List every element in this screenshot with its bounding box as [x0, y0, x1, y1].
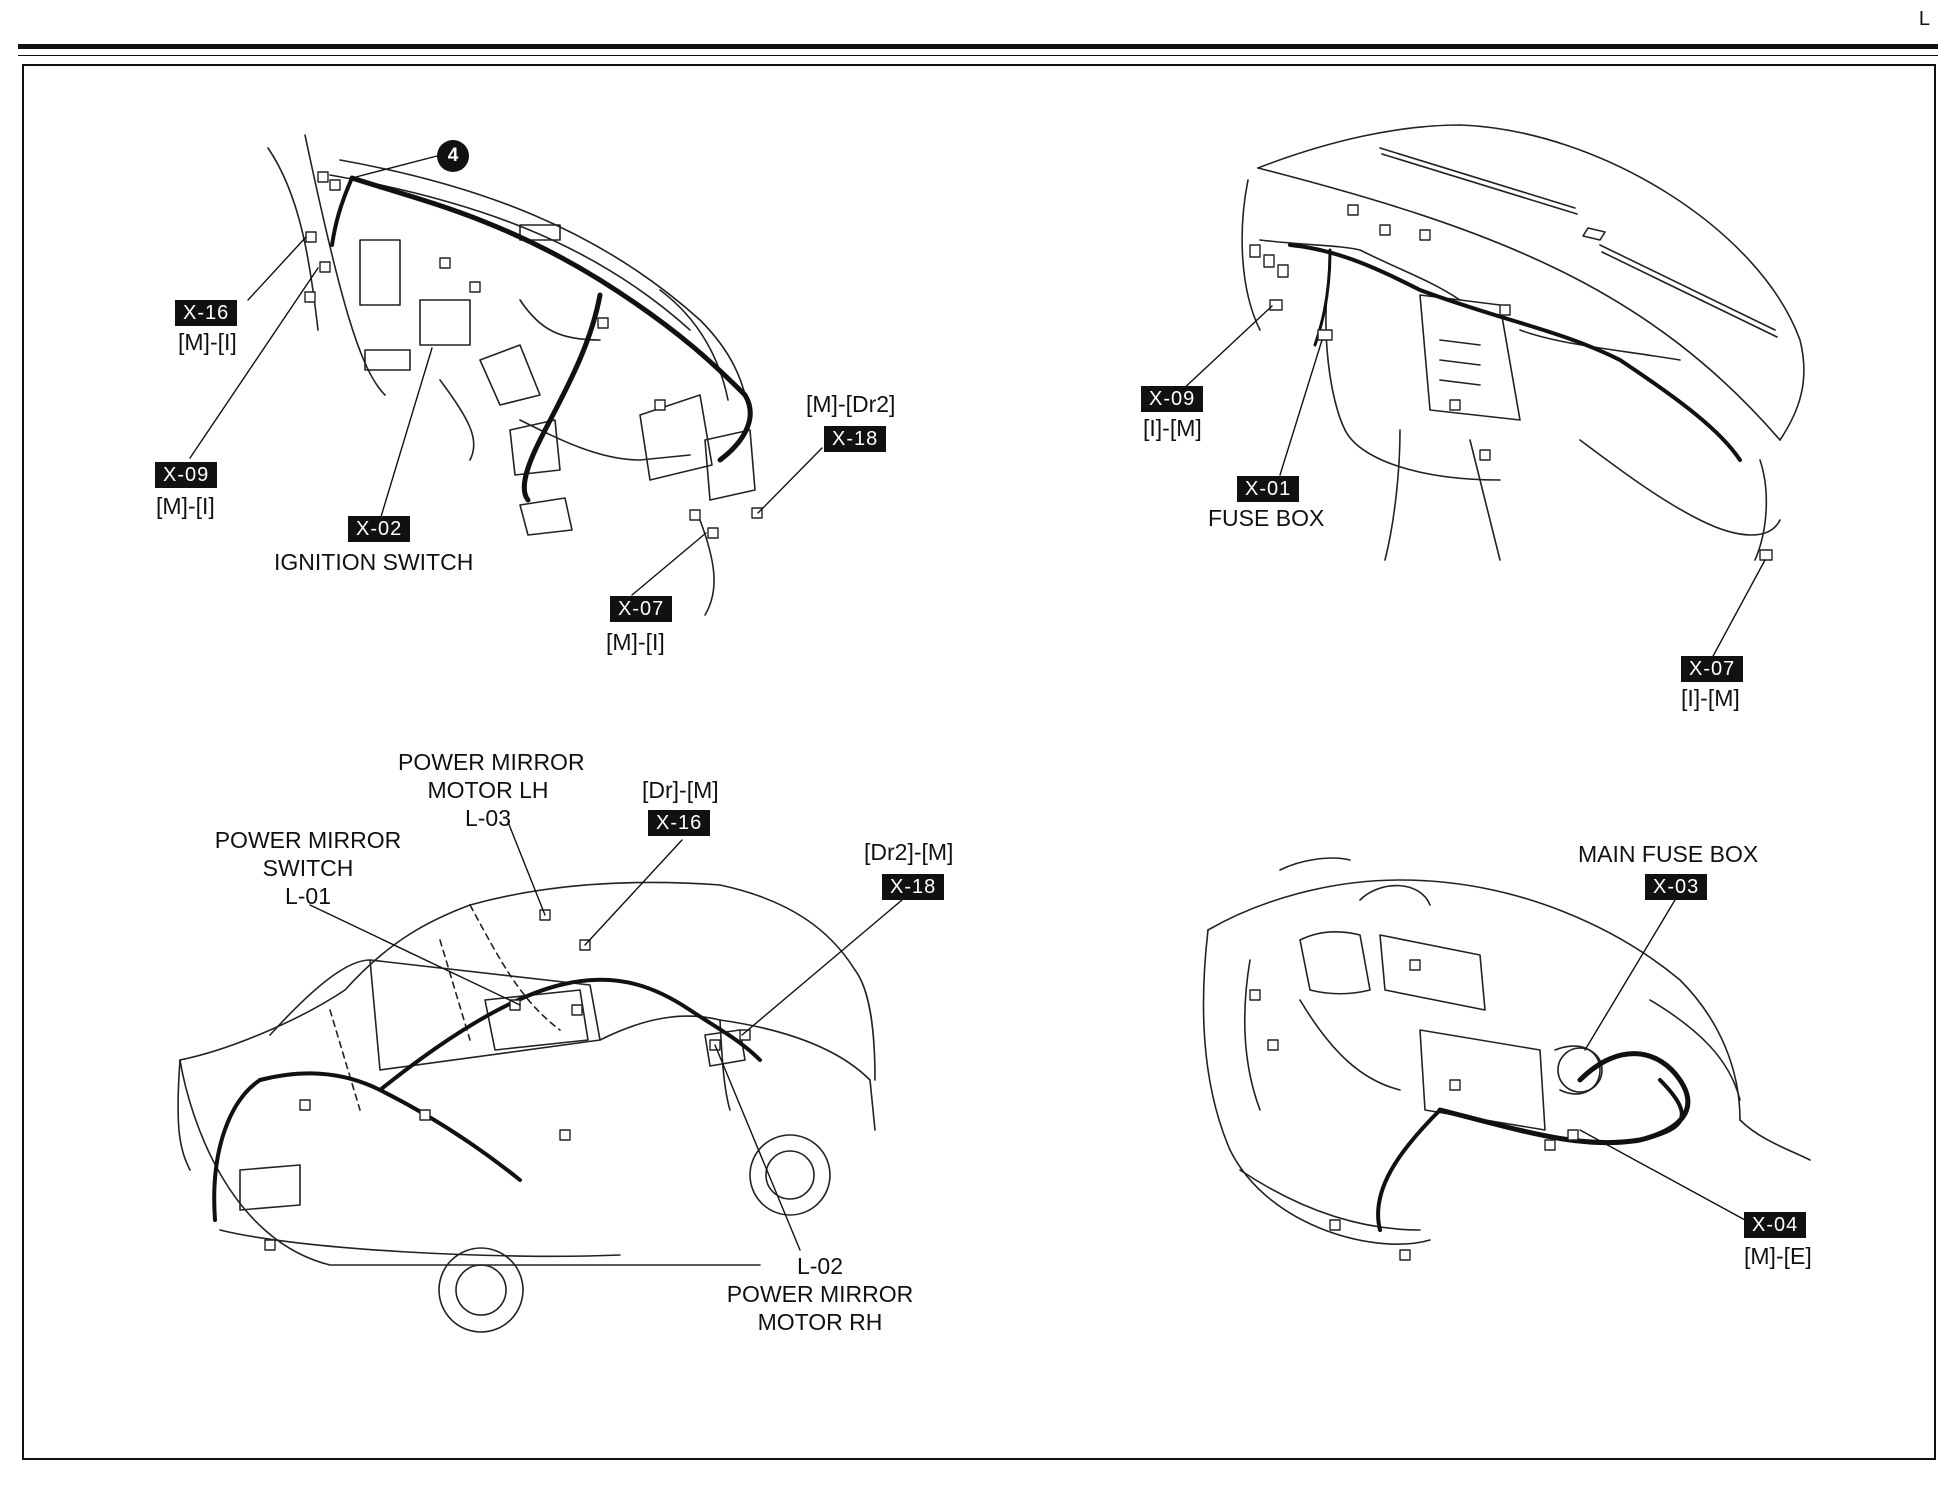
connector-x18-car-pair: [Dr2]-[M]	[864, 839, 954, 865]
diagram-frame	[22, 64, 1936, 1460]
vehicle-leader-lines	[309, 821, 903, 1251]
dashboard-harness-main	[349, 175, 753, 463]
power-mirror-motor-lh-label-1: POWER MIRROR	[398, 749, 585, 775]
vehicle-harness-side	[378, 977, 762, 1092]
power-mirror-motor-lh-label-2: MOTOR LH	[427, 777, 549, 803]
vehicle-harness-rear	[258, 1071, 522, 1182]
power-mirror-switch-code: L-01	[284, 883, 332, 909]
engine-leader-lines	[1579, 899, 1746, 1221]
ignition-switch-label: IGNITION SWITCH	[274, 549, 474, 575]
engine-bay-illustration	[1202, 857, 1811, 1245]
connector-x09-panel-pair: [I]-[M]	[1143, 415, 1202, 441]
instrument-panel-illustration	[1241, 124, 1805, 561]
power-mirror-switch-label-2: SWITCH	[262, 855, 354, 881]
connector-x07-dash-pair: [M]-[I]	[606, 629, 665, 655]
main-fuse-box-label: MAIN FUSE BOX	[1578, 841, 1759, 867]
connector-x18-dash-tag: X-18	[824, 426, 887, 452]
connector-x16-dash-pair: [M]-[I]	[178, 329, 237, 355]
connector-x18-dash-pair: [M]-[Dr2]	[806, 391, 896, 417]
instrument-leader-lines	[1179, 305, 1766, 659]
connector-x16-car-tag: X-16	[648, 810, 711, 836]
header-rule	[18, 44, 1938, 49]
instrument-connectors	[1249, 204, 1773, 561]
connector-x18-car-tag: X-18	[882, 874, 945, 900]
power-mirror-motor-rh-label-1: POWER MIRROR	[726, 1281, 914, 1307]
power-mirror-switch-label-1: POWER MIRROR	[214, 827, 402, 853]
connector-x07-dash-tag: X-07	[610, 596, 673, 622]
connector-x09-dash-tag: X-09	[155, 462, 218, 488]
connector-x16-dash-tag: X-16	[175, 300, 238, 326]
fuse-box-label: FUSE BOX	[1208, 505, 1325, 531]
instrument-harness-main	[1288, 243, 1742, 462]
connector-x04-tag: X-04	[1744, 1212, 1807, 1238]
header-rule-thin	[18, 55, 1938, 56]
dashboard-leader-lines	[189, 155, 823, 596]
page-corner-mark: L	[1918, 8, 1930, 30]
connector-x07-panel-pair: [I]-[M]	[1681, 685, 1740, 711]
power-mirror-motor-rh-label-2: MOTOR RH	[757, 1309, 883, 1335]
connector-x02-tag: X-02	[348, 516, 411, 542]
power-mirror-motor-rh-code: L-02	[796, 1253, 844, 1279]
bubble-4: 4	[437, 140, 469, 172]
connector-x04-pair: [M]-[E]	[1744, 1243, 1812, 1269]
connector-x07-panel-tag: X-07	[1681, 656, 1744, 682]
connector-x01-tag: X-01	[1237, 476, 1300, 502]
connector-x09-dash-pair: [M]-[I]	[156, 493, 215, 519]
dashboard-harness-branch	[521, 292, 603, 503]
power-mirror-motor-lh-code: L-03	[464, 805, 512, 831]
engine-harness-main	[1437, 1051, 1691, 1146]
dashboard-connectors	[304, 171, 763, 539]
connector-x09-panel-tag: X-09	[1141, 386, 1204, 412]
connector-x16-car-pair: [Dr]-[M]	[642, 777, 719, 803]
vehicle-body-illustration	[177, 881, 876, 1333]
vehicle-connectors	[264, 909, 751, 1251]
engine-connectors	[1249, 959, 1579, 1261]
connector-x03-tag: X-03	[1645, 874, 1708, 900]
